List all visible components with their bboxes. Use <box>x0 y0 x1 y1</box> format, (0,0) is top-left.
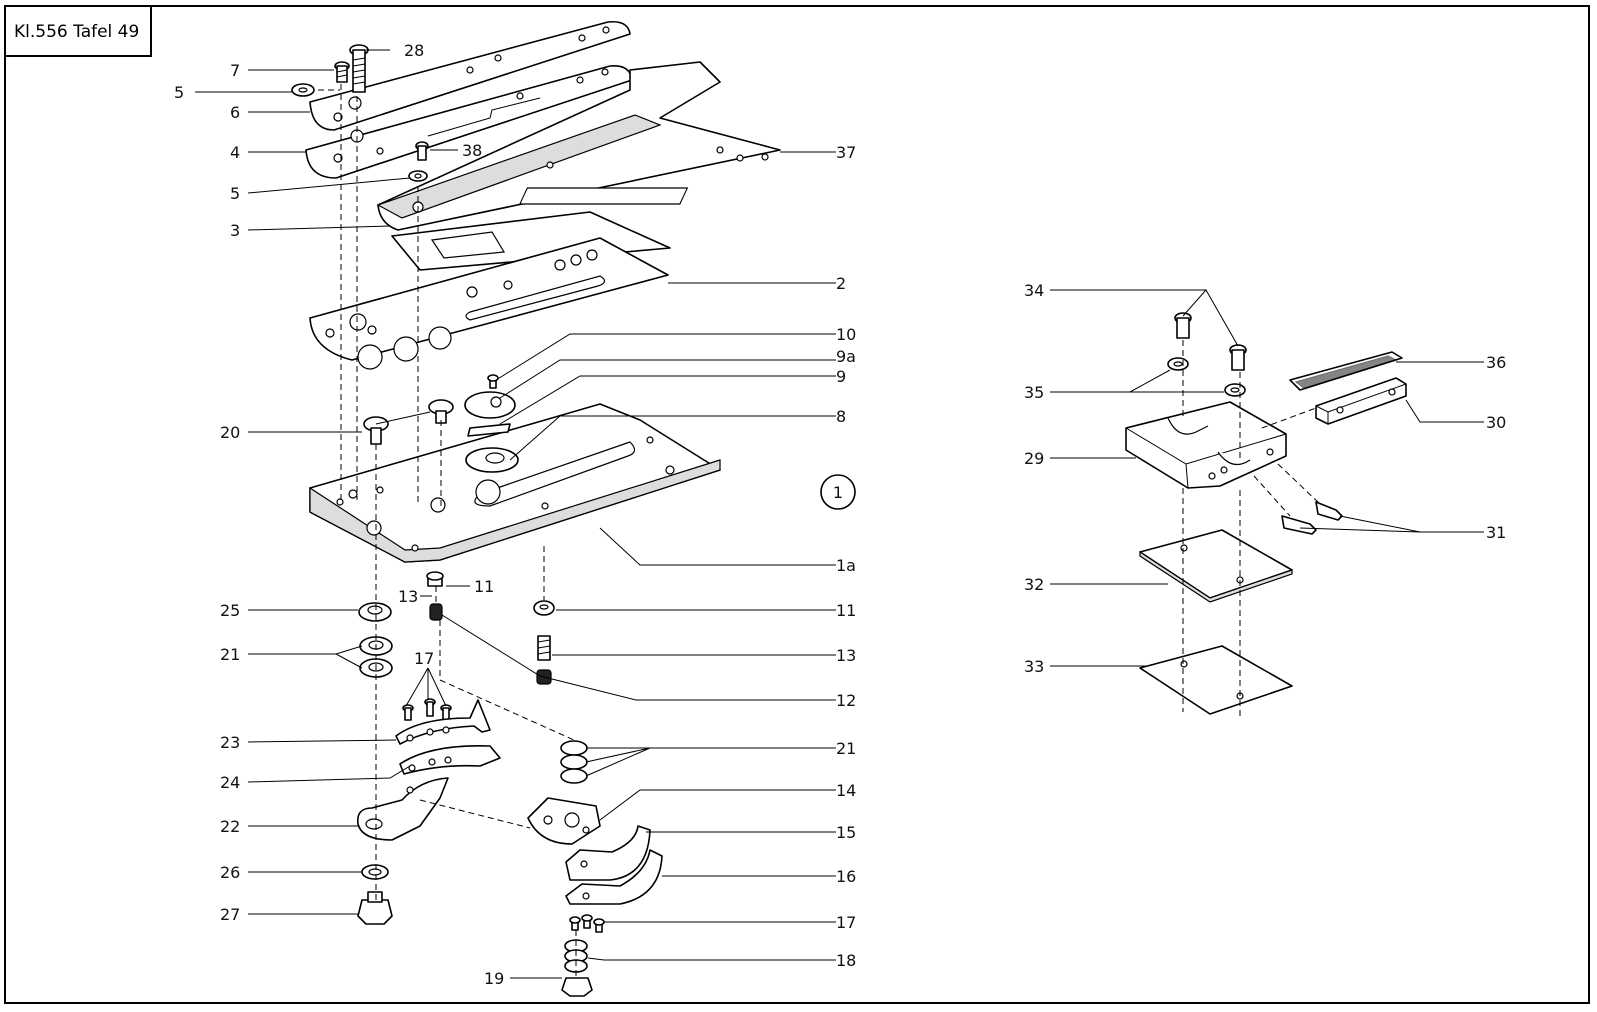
label-5-mid: 5 <box>230 184 240 203</box>
label-36: 36 <box>1486 353 1506 372</box>
label-17-lower: 17 <box>836 913 856 932</box>
figure-marker: 1 <box>820 474 856 510</box>
label-21-right: 21 <box>836 739 856 758</box>
part-30-bar <box>1315 377 1407 425</box>
label-30: 30 <box>1486 413 1506 432</box>
part-20-screws <box>363 399 454 445</box>
part-33-sheet <box>1139 645 1293 715</box>
label-22: 22 <box>220 817 240 836</box>
label-9a: 9a <box>836 347 856 366</box>
part-38-screw <box>415 141 429 161</box>
label-3: 3 <box>230 221 240 240</box>
part-15-plate <box>565 825 651 881</box>
sheet-title: Kl.556 Tafel 49 <box>4 5 152 57</box>
part-5-washer-top <box>291 83 315 97</box>
label-11-lower: 11 <box>836 601 856 620</box>
label-5-top: 5 <box>174 83 184 102</box>
part-29-block <box>1125 401 1287 489</box>
part-6-plate <box>309 20 631 131</box>
part-1a-base-plate <box>309 403 721 563</box>
label-35: 35 <box>1024 383 1044 402</box>
label-13-upper: 13 <box>398 587 418 606</box>
part-5-washer-mid <box>408 170 428 182</box>
label-26: 26 <box>220 863 240 882</box>
part-11-nut-upper <box>426 571 444 587</box>
label-34: 34 <box>1024 281 1044 300</box>
part-31-pins <box>1281 501 1343 535</box>
label-10: 10 <box>836 325 856 344</box>
part-9a-disc <box>464 391 516 419</box>
part-17-screws-lower <box>569 914 605 933</box>
label-31: 31 <box>1486 523 1506 542</box>
part-28-screw <box>349 44 369 93</box>
part-17-screws-upper <box>402 698 452 721</box>
part-22-bracket <box>356 777 449 841</box>
part-37-plate <box>376 61 781 231</box>
label-24: 24 <box>220 773 240 792</box>
label-8: 8 <box>836 407 846 426</box>
part-2-plate <box>309 237 669 370</box>
part-36-strip <box>1289 351 1403 391</box>
label-6: 6 <box>230 103 240 122</box>
part-11-nut-lower <box>533 600 555 616</box>
label-21-left: 21 <box>220 645 240 664</box>
part-26-washer <box>361 864 389 880</box>
label-15: 15 <box>836 823 856 842</box>
label-16: 16 <box>836 867 856 886</box>
svg-text:1: 1 <box>833 483 843 502</box>
label-13-lower: 13 <box>836 646 856 665</box>
label-38: 38 <box>462 141 482 160</box>
label-11-upper: 11 <box>474 577 494 596</box>
label-18: 18 <box>836 951 856 970</box>
part-27-nut <box>357 891 393 925</box>
part-16-plate <box>565 849 663 905</box>
label-17-upper: 17 <box>414 649 434 668</box>
label-14: 14 <box>836 781 856 800</box>
label-4: 4 <box>230 143 240 162</box>
label-7: 7 <box>230 61 240 80</box>
label-28: 28 <box>404 41 424 60</box>
label-37: 37 <box>836 143 856 162</box>
part-23-bracket <box>395 699 491 745</box>
leader-lines-right <box>1050 289 1484 667</box>
label-29: 29 <box>1024 449 1044 468</box>
sheet-border <box>4 5 1590 1004</box>
part-3-sheet <box>391 211 671 271</box>
assembly-axis-lines-right <box>1182 340 1321 720</box>
label-2: 2 <box>836 274 846 293</box>
callout-labels: 28 7 5 6 4 38 37 5 3 2 10 9a 9 20 8 1a 1… <box>174 41 1506 988</box>
part-25-washer <box>358 602 392 622</box>
label-20: 20 <box>220 423 240 442</box>
label-33: 33 <box>1024 657 1044 676</box>
part-19-nut <box>561 977 593 997</box>
assembly-axis-lines-left <box>318 84 577 980</box>
part-34-screws <box>1174 312 1247 371</box>
part-8-ring <box>465 447 519 473</box>
label-1a: 1a <box>836 556 856 575</box>
label-19: 19 <box>484 969 504 988</box>
leader-lines-left <box>195 49 836 979</box>
part-32-plate <box>1139 529 1293 603</box>
label-12: 12 <box>836 691 856 710</box>
label-32: 32 <box>1024 575 1044 594</box>
label-23: 23 <box>220 733 240 752</box>
part-10-screw <box>487 374 499 389</box>
label-27: 27 <box>220 905 240 924</box>
part-9-clip <box>467 423 511 437</box>
part-13-spring-lower <box>537 635 551 661</box>
part-24-bracket <box>399 745 501 775</box>
part-7-screw <box>334 61 350 83</box>
part-14-flange <box>527 797 601 845</box>
part-13-spring-upper <box>429 603 443 621</box>
part-21-washers-right <box>560 740 588 784</box>
label-25: 25 <box>220 601 240 620</box>
label-9: 9 <box>836 367 846 386</box>
